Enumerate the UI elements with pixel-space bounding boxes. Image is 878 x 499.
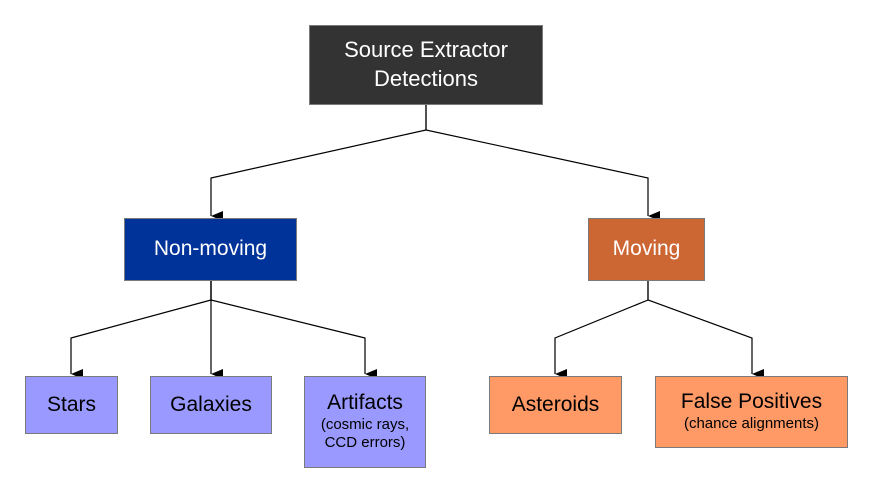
- edge-nonmoving-to-artifacts: [210, 281, 377, 379]
- node-non-moving-label: Non-moving: [153, 237, 268, 261]
- node-artifacts-label: Artifacts: [327, 390, 403, 414]
- node-root-line-2: Detections: [374, 66, 478, 91]
- node-artifacts-sub-line-1: (cosmic rays,: [320, 415, 410, 433]
- edge-root-to-moving: [425, 105, 660, 221]
- node-asteroids: Asteroids: [489, 376, 622, 434]
- node-asteroids-label: Asteroids: [511, 392, 600, 416]
- edge-root-to-nonmoving: [210, 105, 427, 221]
- edge-moving-to-asteroids: [554, 281, 649, 379]
- node-artifacts-sub-line-2: CCD errors): [324, 434, 406, 452]
- node-galaxies-label: Galaxies: [170, 392, 252, 416]
- node-stars: Stars: [25, 376, 118, 434]
- node-artifacts: Artifacts (cosmic rays, CCD errors): [304, 376, 426, 468]
- node-stars-label: Stars: [46, 392, 96, 416]
- node-galaxies: Galaxies: [150, 376, 272, 434]
- node-moving-label: Moving: [612, 237, 681, 261]
- edge-moving-to-false-positives: [647, 281, 764, 379]
- node-non-moving: Non-moving: [124, 218, 297, 281]
- node-moving: Moving: [588, 218, 705, 281]
- node-root-line-1: Source Extractor: [344, 37, 508, 63]
- node-false-positives-sub: (chance alignments): [683, 415, 820, 432]
- node-false-positives: False Positives (chance alignments): [655, 376, 848, 448]
- node-source-extractor-detections: Source Extractor Detections: [309, 25, 543, 105]
- node-false-positives-label: False Positives: [680, 390, 823, 414]
- edge-nonmoving-to-stars: [70, 281, 212, 379]
